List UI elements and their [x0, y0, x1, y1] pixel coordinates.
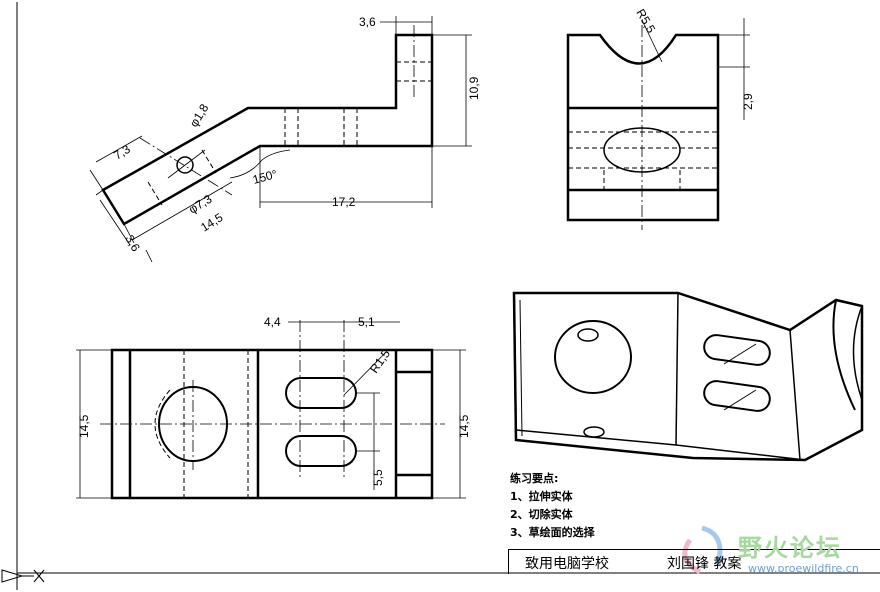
top-view: [100, 320, 445, 500]
front-view: [101, 25, 434, 226]
side-view-dim-text: R5,5 2,9: [633, 7, 755, 111]
top-view-dim-text: 4,4 5,1 R1,5 14,5 14,5 5,5: [77, 315, 471, 486]
note-item-3: 3、草绘面的选择: [510, 526, 595, 539]
dim-arm-width: 7,3: [111, 142, 133, 163]
note-item-1: 1、拉伸实体: [510, 490, 573, 503]
dim-slot-len: 5,1: [358, 315, 375, 329]
top-view-dims: [76, 321, 466, 499]
dim-width-left: 14,5: [77, 414, 91, 438]
watermark: 野火论坛 www.proewildfire.cn: [668, 522, 878, 582]
dim-top-height: 10,9: [467, 76, 481, 100]
side-view: [566, 25, 720, 230]
dim-arm-length: 14,5: [198, 210, 226, 234]
notes-title: 练习要点:: [510, 472, 559, 485]
front-view-dim-text: 3,6 10,9 17,2 150° φ1,8 7,3 φ7,3 14,5 3,…: [111, 15, 481, 254]
side-view-dims: [641, 18, 750, 120]
isometric-view: [512, 291, 864, 462]
title-block: 致用电脑学校 刘国锋 教案: [508, 549, 880, 574]
dim-top-width: 3,6: [359, 15, 376, 29]
sheet-border: [16, 2, 880, 590]
school-name: 致用电脑学校: [525, 556, 609, 572]
dim-hole-dia: φ1,8: [187, 101, 212, 129]
watermark-url: www.proewildfire.cn: [748, 562, 859, 575]
dim-slot-spacing: 5,5: [371, 469, 385, 486]
watermark-logo: [682, 525, 723, 575]
author-name: 刘国锋 教案: [667, 556, 742, 572]
dim-width-right: 14,5: [457, 414, 471, 438]
dim-boss-dia: φ7,3: [186, 192, 214, 217]
front-view-dims: [89, 16, 472, 263]
ucs-icon: [1, 569, 45, 583]
note-item-2: 2、切除实体: [510, 508, 573, 521]
dim-arc-radius: R5,5: [633, 7, 658, 36]
dim-base-length: 17,2: [332, 195, 356, 209]
watermark-text: 野火论坛: [738, 534, 842, 562]
practice-notes: 练习要点: 1、拉伸实体 2、切除实体 3、草绘面的选择: [510, 470, 595, 542]
dim-slot-pos: 4,4: [264, 315, 281, 329]
dim-angle: 150°: [251, 167, 279, 187]
dim-end-height: 2,9: [741, 93, 755, 110]
